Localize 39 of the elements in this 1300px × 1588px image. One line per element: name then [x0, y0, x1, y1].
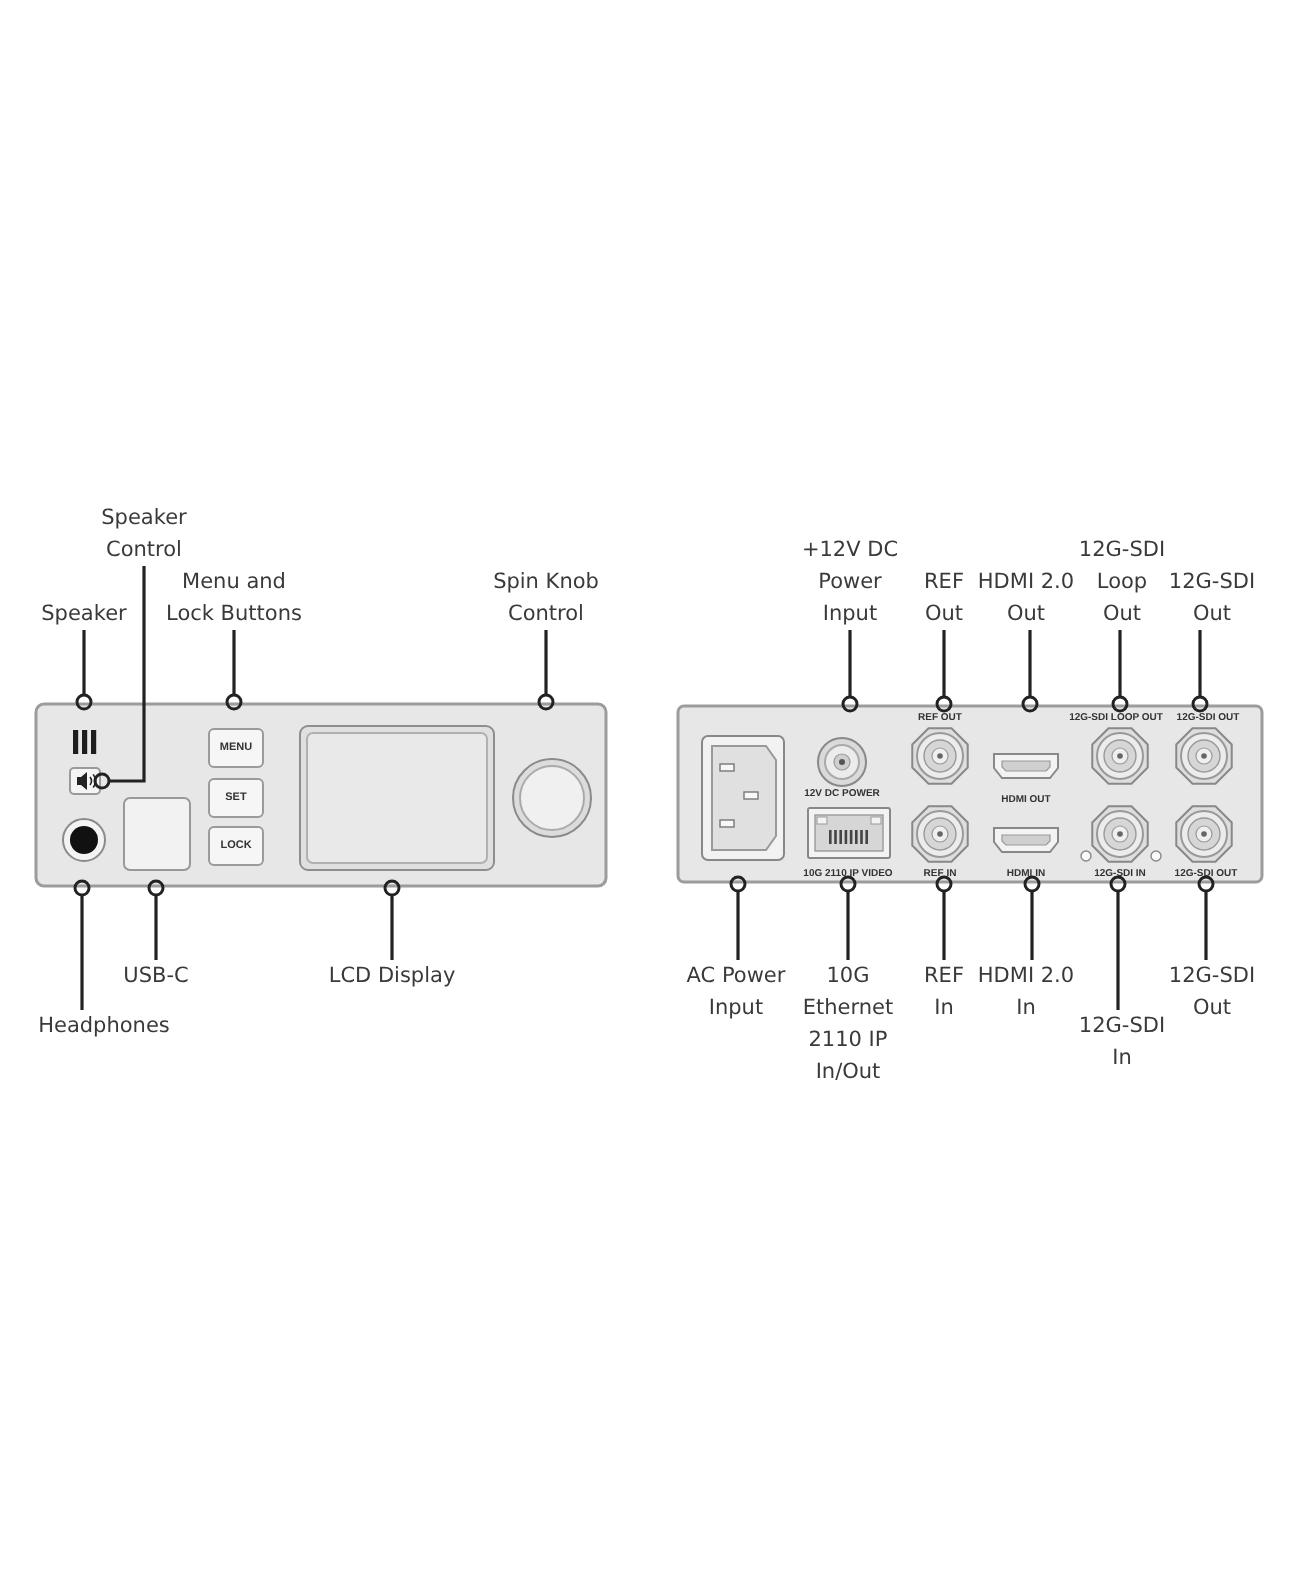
callout-label: REF Out: [924, 566, 964, 630]
callout-label: HDMI 2.0 In: [976, 960, 1076, 1024]
leader-line: [73, 879, 91, 1010]
leader-line: [537, 630, 555, 711]
callout-label: 12G-SDI Out: [1167, 566, 1257, 630]
leader-line: [1109, 875, 1127, 1010]
callout-label: AC Power Input: [682, 960, 790, 1024]
device-rear-panel: [676, 704, 1266, 884]
callout-label: 12G-SDI Out: [1167, 960, 1257, 1024]
leader-line: [935, 630, 953, 713]
callout-label: Speaker: [41, 598, 127, 630]
callout-label: 12G-SDI In: [1077, 1010, 1167, 1074]
callout-label: 10G Ethernet 2110 IP In/Out: [794, 960, 902, 1088]
leader-line: [839, 875, 857, 960]
leader-line: [1191, 630, 1209, 713]
leader-line: [841, 630, 859, 713]
leader-line: [1197, 875, 1215, 960]
leader-line: [147, 879, 165, 960]
leader-line: [383, 879, 401, 960]
leader-line: [93, 566, 146, 790]
leader-line: [1021, 630, 1039, 713]
callout-label: HDMI 2.0 Out: [976, 566, 1076, 630]
callout-label: Spin Knob Control: [488, 566, 604, 630]
leader-line: [935, 875, 953, 960]
callout-label: LCD Display: [328, 960, 456, 992]
callout-label: Menu and Lock Buttons: [162, 566, 306, 630]
device-front-panel: [34, 702, 608, 888]
callout-label: +12V DC Power Input: [798, 534, 902, 630]
leader-line: [1111, 630, 1129, 713]
leader-line: [1023, 875, 1041, 960]
callout-label: Headphones: [38, 1010, 170, 1042]
speaker-icon: [68, 766, 102, 796]
leader-line: [225, 630, 243, 711]
leader-line: [729, 875, 747, 960]
callout-label: Speaker Control: [101, 502, 187, 566]
leader-line: [75, 630, 93, 711]
callout-label: 12G-SDI Loop Out: [1077, 534, 1167, 630]
callout-label: USB-C: [123, 960, 189, 992]
callout-label: REF In: [924, 960, 964, 1024]
